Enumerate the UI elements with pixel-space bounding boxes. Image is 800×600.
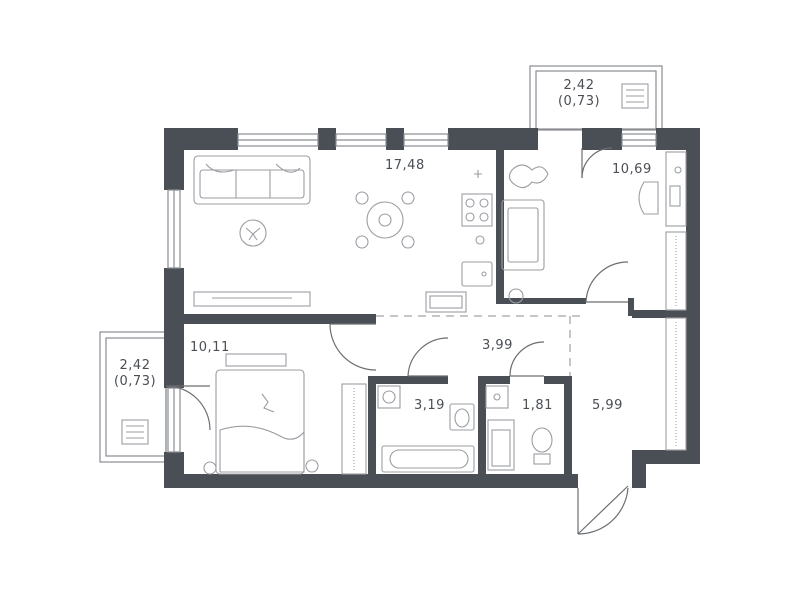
- doors: [165, 147, 629, 535]
- plant-icon: [239, 219, 267, 247]
- desk-icon: [638, 151, 687, 227]
- wardrobe-icon: [341, 383, 367, 475]
- chair-icon: [121, 83, 649, 445]
- washing-machine-icon: [377, 385, 401, 409]
- armchair-icon: [501, 199, 545, 304]
- toilet-icon: [487, 419, 553, 471]
- balcony-top-area-value: 2,42: [563, 78, 595, 93]
- balcony-top-area: 2,42 (0,73): [556, 78, 602, 110]
- washbasin-icon: [449, 385, 509, 431]
- hallway-area: 3,99: [482, 338, 513, 353]
- toilet-area: 1,81: [522, 398, 553, 413]
- wardrobe-icon: [665, 231, 687, 451]
- bed-icon: [203, 353, 319, 475]
- balcony-left-area-value: 2,42: [119, 358, 151, 373]
- zone-separators: [376, 315, 586, 376]
- kitchen-sink-icon: [461, 235, 493, 287]
- tv-stand-icon: [193, 291, 467, 313]
- bathroom-area: 3,19: [414, 398, 445, 413]
- balcony-top-reduced-area: (0,73): [557, 94, 601, 109]
- stove-icon: [461, 170, 493, 227]
- plant-icon: [508, 164, 549, 189]
- bedroom-left-area: 10,11: [190, 340, 230, 355]
- bedroom-right-area: 10,69: [612, 162, 652, 177]
- dining-table-icon: [355, 191, 415, 249]
- balcony-left-reduced-area: (0,73): [113, 374, 157, 389]
- entrance-hall-area: 5,99: [592, 398, 623, 413]
- sofa-icon: [193, 155, 311, 205]
- windows: [167, 133, 657, 453]
- walls: [164, 128, 700, 488]
- balcony-left: [99, 331, 167, 463]
- balcony-left-area: 2,42 (0,73): [112, 358, 158, 390]
- bathtub-icon: [381, 445, 475, 473]
- interior-walls: [184, 148, 686, 476]
- living-kitchen-area: 17,48: [385, 158, 425, 173]
